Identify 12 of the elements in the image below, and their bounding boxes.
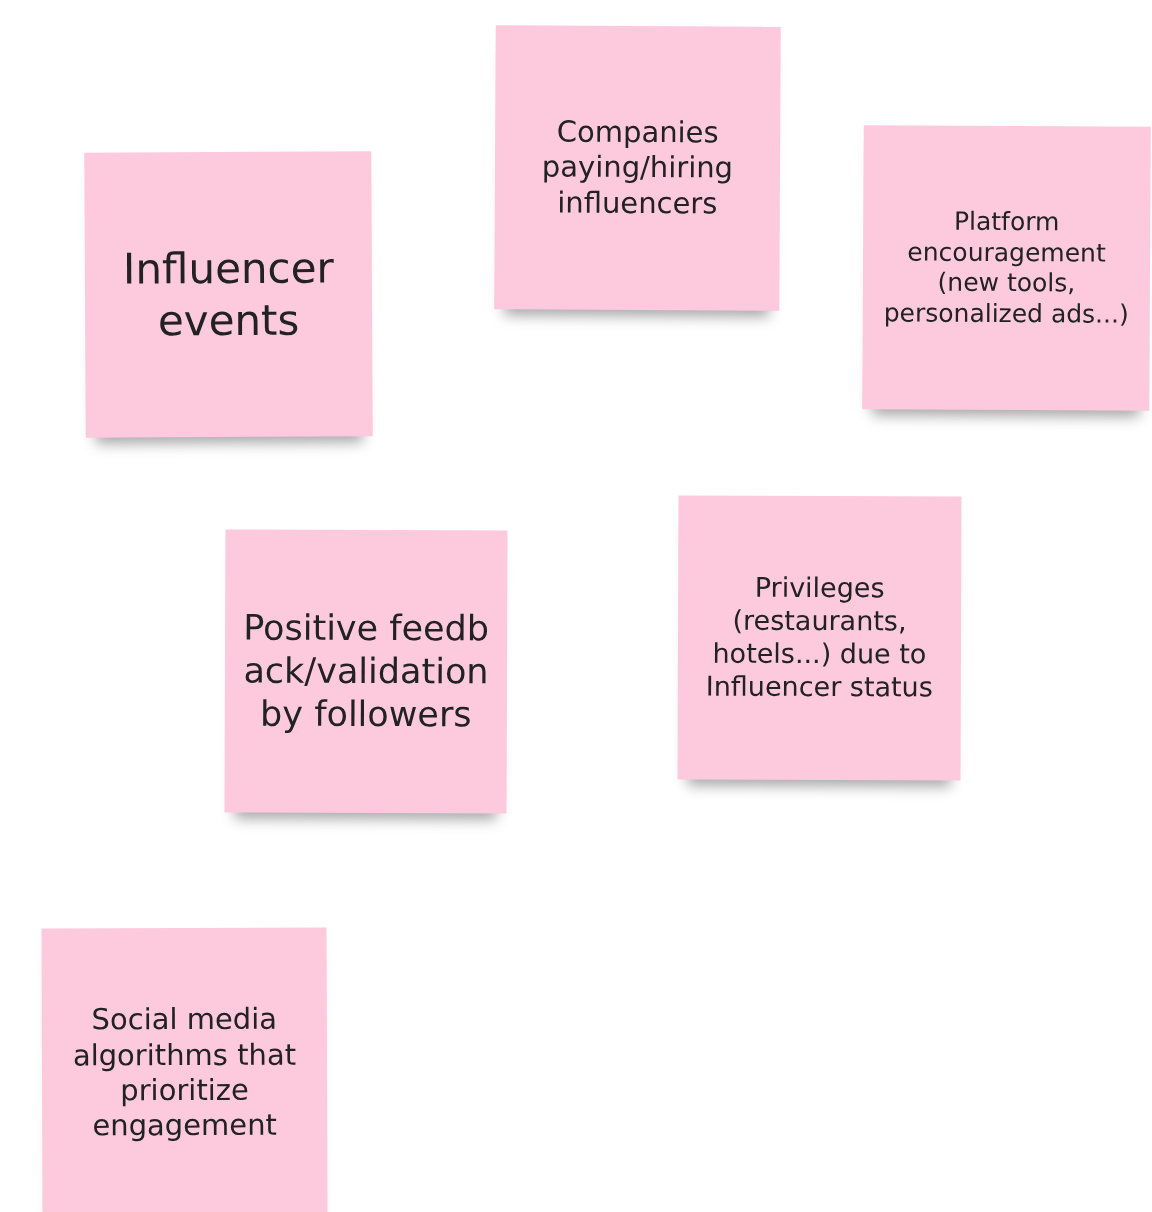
sticky-note: [41, 927, 328, 1212]
note-text: Positive feedback/validation by followers: [242, 607, 491, 736]
sticky-note: [84, 151, 373, 438]
sticky-note: [677, 495, 962, 781]
note-text: Platform encouragement (new tools, personalized ads...): [882, 206, 1130, 330]
note-text: Social media algorithms that prioritize engagement: [71, 1001, 298, 1145]
note-text: Privileges (restaurants, hotels...) due to Influencer status: [704, 571, 934, 705]
sticky-note: [494, 25, 781, 311]
sticky-note: [862, 125, 1151, 411]
note-text: Companies paying/hiring influencers: [540, 114, 735, 222]
sticky-note: [224, 529, 508, 814]
note-text: Influencer events: [121, 242, 335, 347]
